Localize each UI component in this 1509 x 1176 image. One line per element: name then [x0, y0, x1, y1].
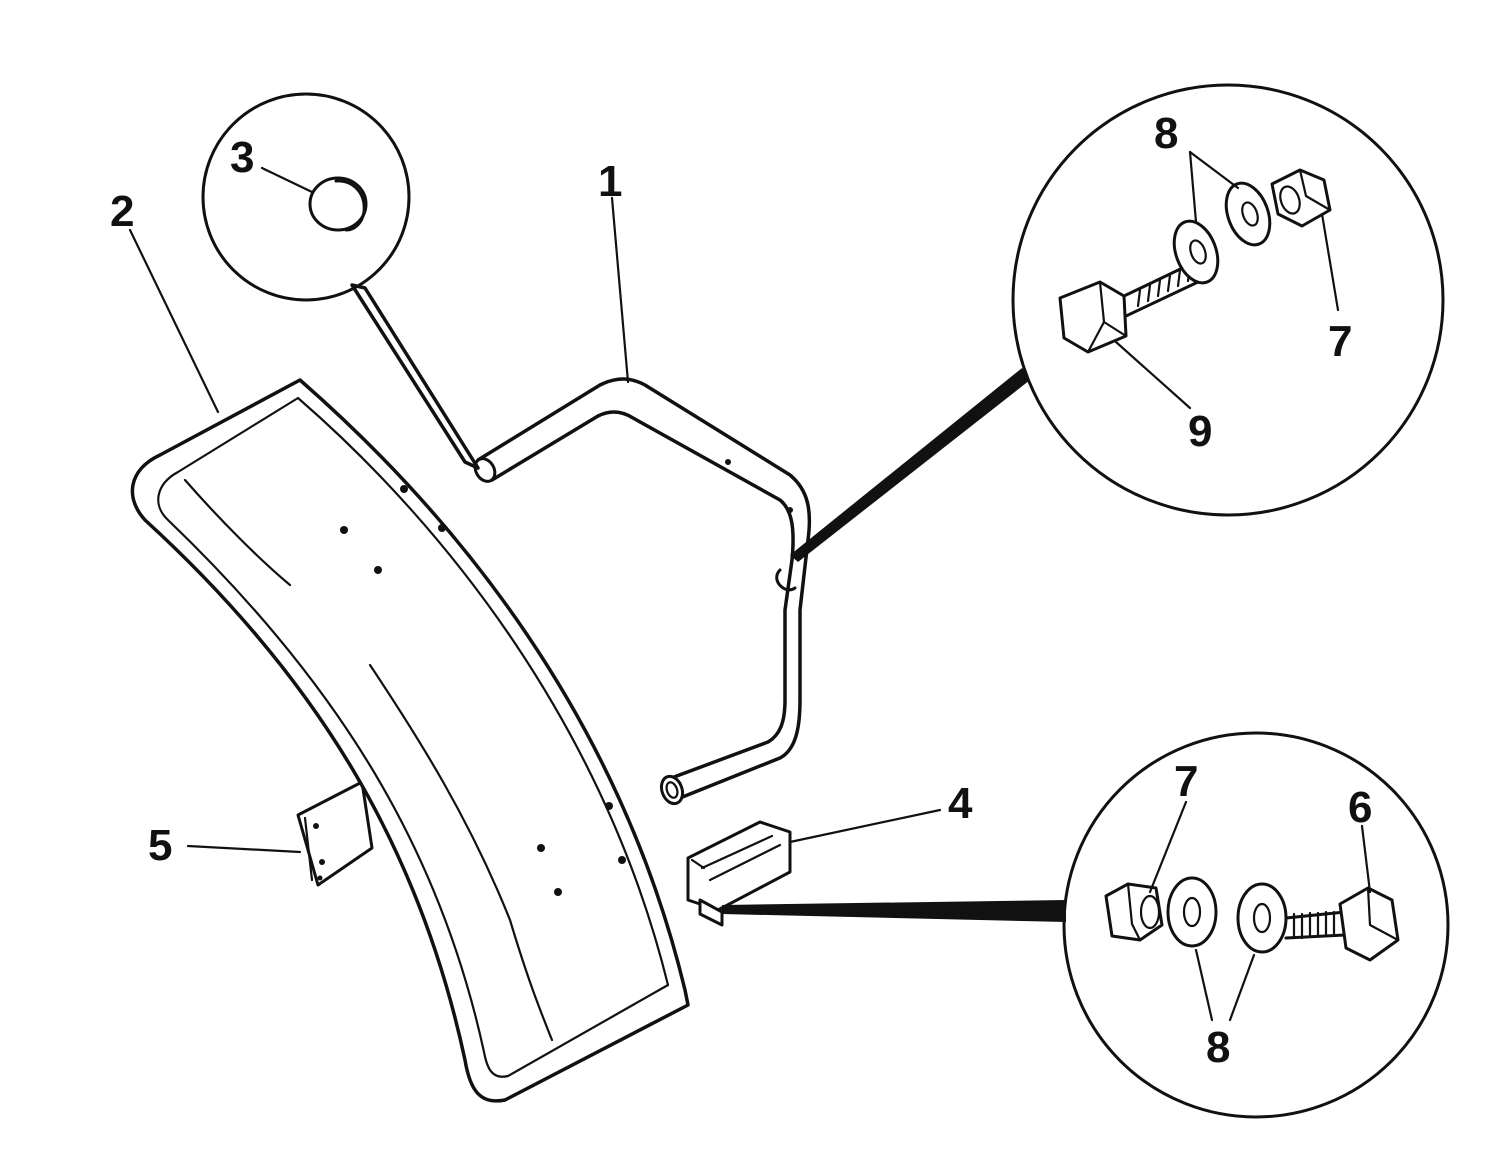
tube-bracket [473, 377, 812, 806]
washer-8c [1166, 876, 1218, 948]
callout-8-bottom: 8 [1206, 1023, 1230, 1072]
callout-7-bottom: 7 [1174, 757, 1198, 806]
mounting-clamp [686, 820, 792, 927]
callout-6: 6 [1348, 783, 1372, 832]
detail-circle-bottom-fasteners [722, 731, 1450, 1119]
callout-8-top: 8 [1154, 109, 1178, 158]
callout-7-top: 7 [1328, 317, 1352, 366]
callout-5: 5 [148, 821, 172, 870]
callout-1: 1 [598, 157, 622, 206]
support-plate [296, 780, 374, 887]
bolt-6 [1284, 886, 1400, 962]
leader-lines [128, 150, 1372, 1022]
detail-circle-top-fasteners [790, 83, 1445, 562]
callout-4: 4 [948, 779, 973, 828]
washer-8d [1236, 882, 1288, 954]
bolt-9 [1058, 260, 1200, 354]
plug-cap [308, 176, 368, 232]
fender-panel [130, 378, 690, 1103]
detail-circle-plug [201, 92, 480, 470]
nut-7b [1104, 882, 1164, 942]
callout-3: 3 [230, 133, 254, 182]
washer-8a [1172, 219, 1220, 285]
nut-7a [1270, 168, 1332, 228]
callout-9: 9 [1188, 407, 1212, 456]
callout-2: 2 [110, 187, 134, 236]
washer-8b [1224, 181, 1272, 247]
callout-labels: 1 2 3 4 5 6 7 7 8 8 9 [110, 109, 1372, 1072]
